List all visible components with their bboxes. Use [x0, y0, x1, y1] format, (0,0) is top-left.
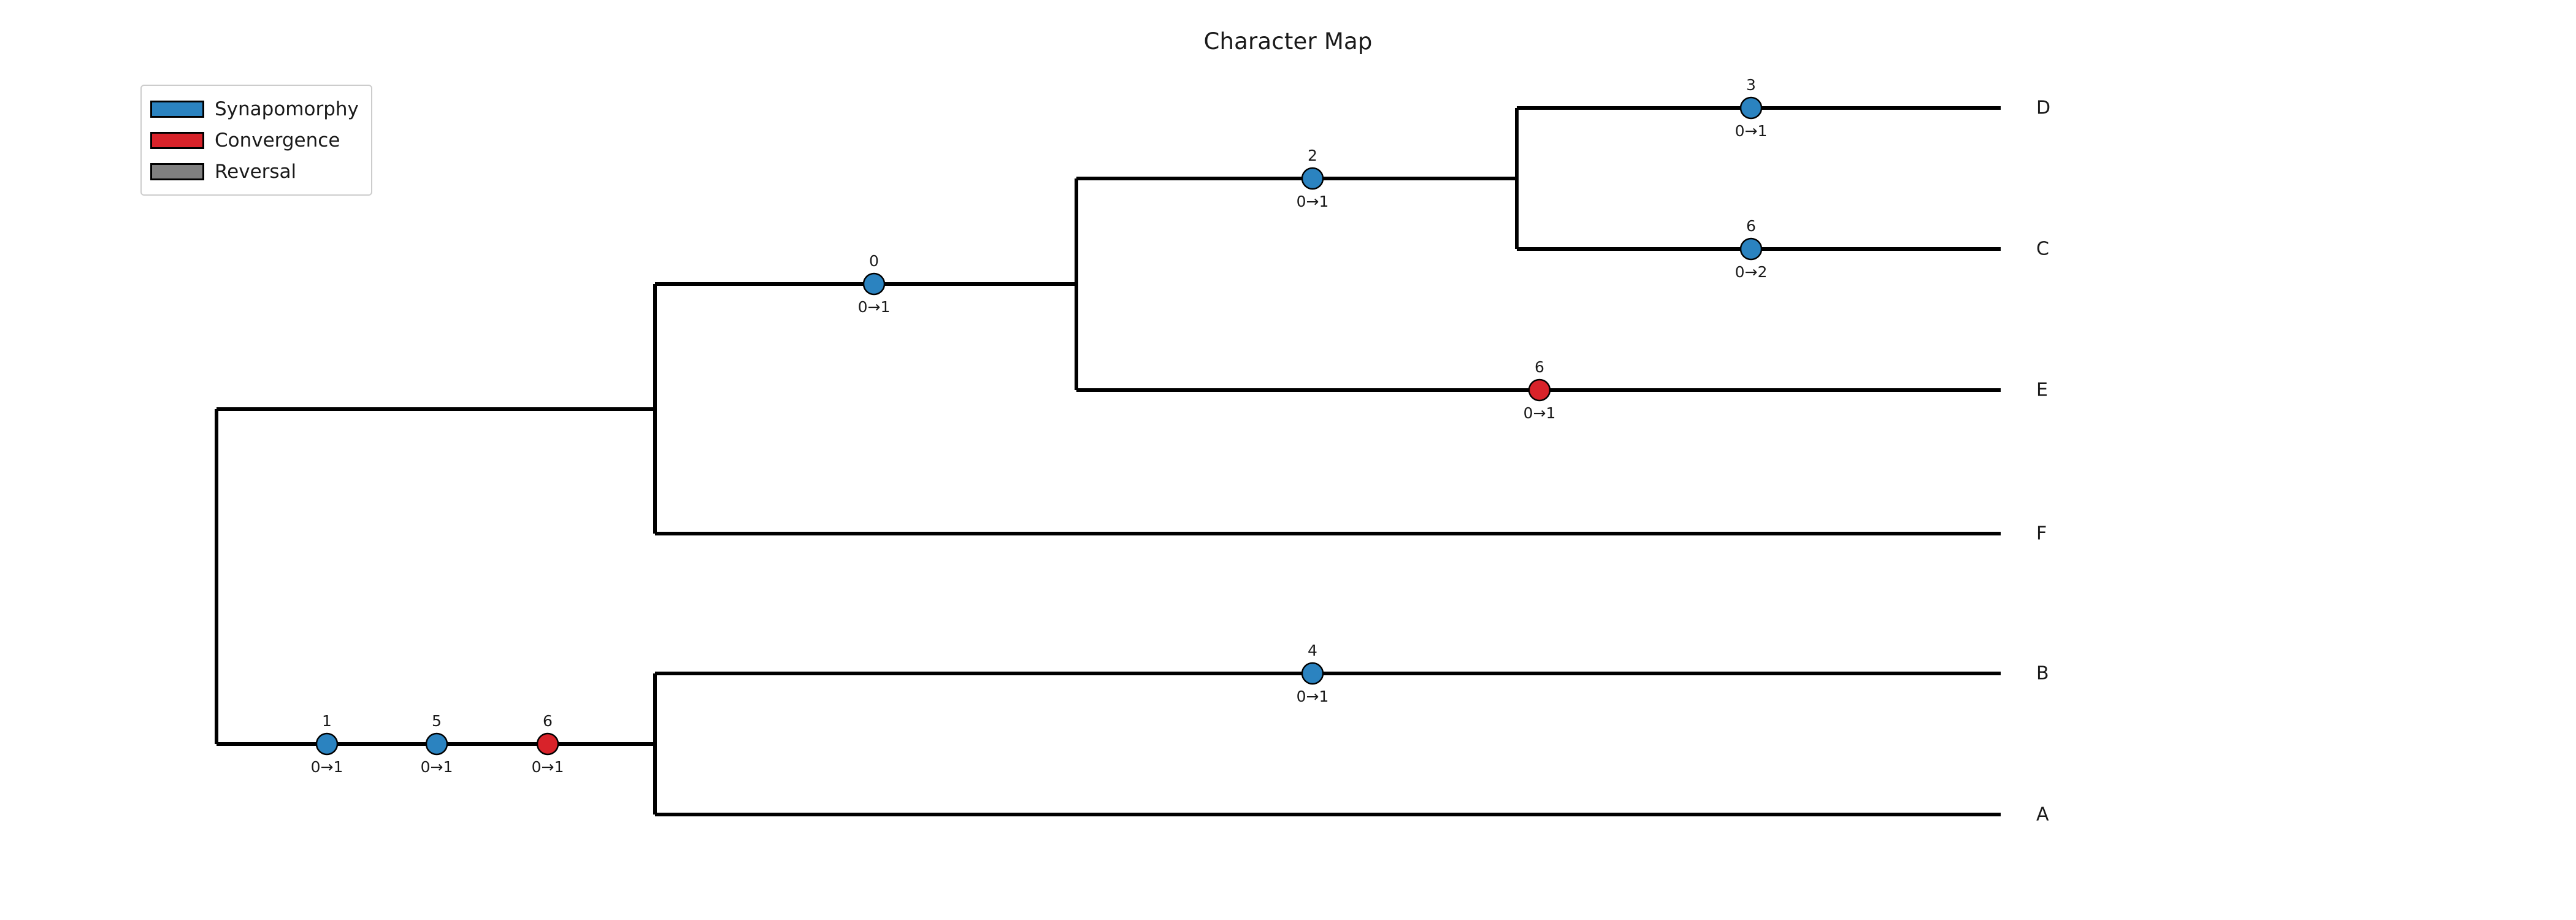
tip-label-D: D	[2036, 97, 2051, 119]
character-marker-synapomorphy-2[interactable]	[1301, 167, 1324, 190]
tip-label-B: B	[2036, 662, 2049, 684]
marker-change-label: 0→1	[1523, 404, 1556, 422]
character-markers	[315, 96, 1763, 756]
tip-label-C: C	[2036, 238, 2049, 260]
legend-label-reversal: Reversal	[215, 160, 297, 183]
tip-label-E: E	[2036, 379, 2048, 401]
marker-change-label: 0→1	[1735, 122, 1768, 140]
character-marker-synapomorphy-6[interactable]	[1739, 237, 1763, 261]
marker-id-label: 1	[322, 712, 332, 730]
character-marker-convergence-6[interactable]	[536, 732, 559, 756]
marker-change-label: 0→1	[420, 758, 453, 776]
legend-swatch-reversal	[150, 163, 204, 180]
character-marker-synapomorphy-1[interactable]	[315, 732, 339, 756]
legend-item[interactable]: Synapomorphy	[150, 93, 361, 125]
character-marker-synapomorphy-3[interactable]	[1739, 96, 1763, 120]
marker-change-label: 0→2	[1735, 263, 1768, 281]
character-marker-synapomorphy-0[interactable]	[862, 272, 886, 296]
marker-change-label: 0→1	[1296, 688, 1329, 705]
marker-id-label: 0	[869, 252, 879, 270]
legend-item[interactable]: Reversal	[150, 156, 361, 187]
legend-swatch-synapomorphy	[150, 100, 204, 118]
legend: Synapomorphy Convergence Reversal	[140, 85, 372, 196]
marker-change-label: 0→1	[857, 298, 891, 316]
marker-id-label: 6	[543, 712, 553, 730]
marker-id-label: 6	[1535, 358, 1544, 376]
marker-change-label: 0→1	[531, 758, 564, 776]
character-marker-convergence-6[interactable]	[1528, 378, 1551, 402]
legend-item[interactable]: Convergence	[150, 125, 361, 156]
marker-change-label: 0→1	[1296, 193, 1329, 210]
character-marker-synapomorphy-4[interactable]	[1301, 662, 1324, 685]
character-marker-synapomorphy-5[interactable]	[425, 732, 448, 756]
tip-label-F: F	[2036, 523, 2047, 545]
marker-id-label: 4	[1308, 642, 1317, 659]
marker-id-label: 3	[1746, 76, 1756, 94]
marker-id-label: 2	[1308, 147, 1317, 164]
legend-label-synapomorphy: Synapomorphy	[215, 98, 359, 120]
marker-change-label: 0→1	[310, 758, 343, 776]
marker-id-label: 5	[432, 712, 442, 730]
legend-swatch-convergence	[150, 131, 204, 149]
legend-label-convergence: Convergence	[215, 129, 340, 151]
page-title: Character Map	[1203, 28, 1373, 55]
marker-id-label: 6	[1746, 217, 1756, 235]
tree-branches	[215, 106, 2001, 816]
tip-label-A: A	[2036, 803, 2049, 826]
